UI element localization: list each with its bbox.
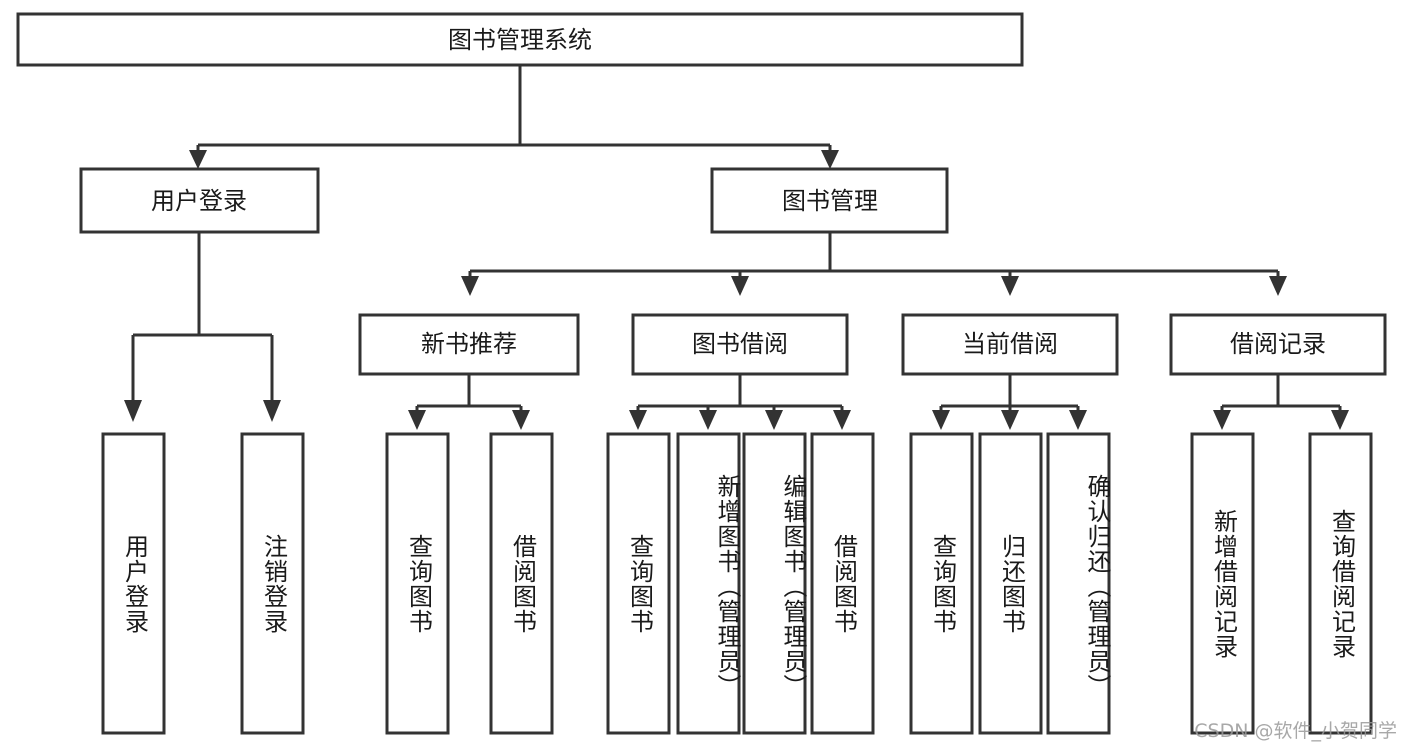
connector-borrow-to-leaves [629,374,851,430]
node-book-management-label: 图书管理 [782,187,878,215]
leaf-box-borrow-0[interactable] [606,432,671,735]
node-book-management-box[interactable] [710,167,949,234]
node-new-book-recommend-label: 新书推荐 [421,330,517,358]
leaf-box-borrow-3[interactable] [810,432,875,735]
leaf-box-records-0[interactable] [1190,432,1255,735]
connector-new-book-to-leaves [408,374,530,430]
node-book-borrow-box[interactable] [631,313,849,376]
node-root-box[interactable] [16,12,1024,67]
node-book-borrow-label: 图书借阅 [692,330,788,358]
connector-records-to-leaves [1213,374,1349,430]
connector-root-to-level2 [189,65,839,169]
leaf-box-borrow-2[interactable] [742,432,807,735]
leaf-box-new-book-1[interactable] [489,432,554,735]
node-borrow-records-label: 借阅记录 [1230,330,1326,358]
node-root-label: 图书管理系统 [448,26,592,54]
node-current-borrow-label: 当前借阅 [962,330,1058,358]
leaf-box-user-login-0[interactable] [101,432,166,735]
connector-user-login-to-leaves [124,232,281,422]
node-new-book-recommend-box[interactable] [358,313,580,376]
csdn-watermark: CSDN @软件_小贺同学 [1194,720,1397,742]
leaf-box-current-1[interactable] [978,432,1043,735]
connector-current-to-leaves [932,374,1087,430]
leaf-box-user-login-1[interactable] [240,432,305,735]
connector-book-mgmt-to-level3 [461,232,1287,296]
leaf-box-current-0[interactable] [909,432,974,735]
leaf-box-records-1[interactable] [1308,432,1373,735]
node-user-login-label: 用户登录 [151,187,247,215]
leaf-box-new-book-0[interactable] [385,432,450,735]
leaf-box-borrow-1[interactable] [676,432,741,735]
node-current-borrow-box[interactable] [901,313,1119,376]
node-borrow-records-box[interactable] [1169,313,1387,376]
node-user-login-box[interactable] [79,167,320,234]
leaf-box-current-2[interactable] [1046,432,1111,735]
